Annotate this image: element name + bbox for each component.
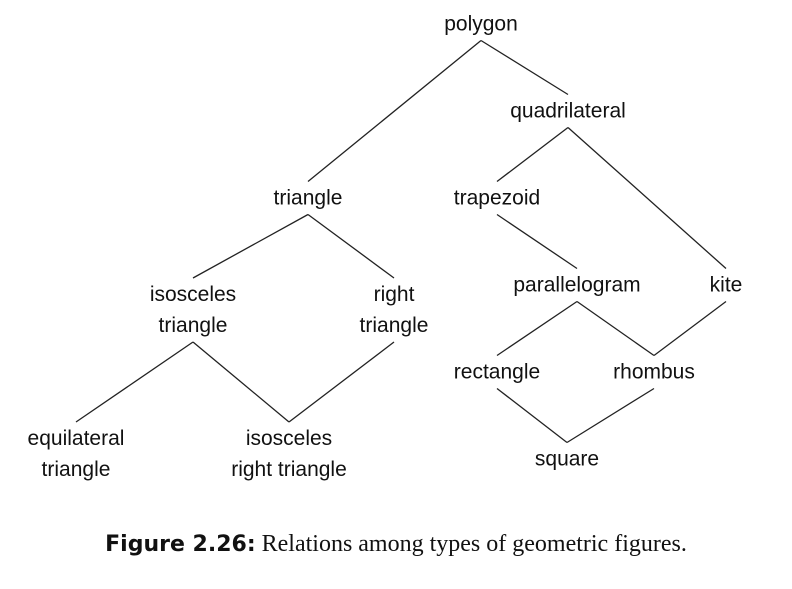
node-quadrilateral: quadrilateral [510,96,626,127]
node-label-line-2: triangle [158,314,228,337]
node-rhombus: rhombus [613,357,695,388]
node-label-line-2: right triangle [231,458,347,481]
node-label: rectangle [453,360,541,384]
edge-isosceles_triangle-equilateral_triangle [75,341,194,423]
edge-polygon-quadrilateral [480,39,569,96]
edge-parallelogram-rhombus [576,300,655,357]
node-parallelogram: parallelogram [513,270,640,301]
node-isosceles-triangle: isosceles triangle [150,279,236,341]
node-label: polygon [444,12,518,36]
node-label-line-1: isosceles [245,427,333,450]
caption-label: Figure 2.26: [105,532,256,557]
node-rectangle: rectangle [454,357,540,388]
edge-trapezoid-parallelogram [496,213,578,270]
edge-triangle-right_triangle [307,213,395,279]
node-label-line-1: equilateral [27,427,125,450]
caption-text: Relations among types of geometric figur… [255,531,687,557]
node-label-line-1: isosceles [149,283,237,306]
node-polygon: polygon [444,9,518,40]
node-right-triangle: right triangle [360,279,429,341]
node-square: square [535,444,599,475]
node-label: square [534,447,600,471]
node-label-line-1: right [373,283,415,306]
node-label: rhombus [613,360,695,384]
edge-kite-rhombus [653,300,727,357]
edge-parallelogram-rectangle [496,300,578,357]
figure-caption: Figure 2.26: Relations among types of ge… [0,531,792,558]
node-label: parallelogram [513,273,641,297]
edge-isosceles_triangle-isosceles_right_triangle [192,341,290,423]
edge-quadrilateral-trapezoid [496,126,569,183]
edge-rhombus-square [566,387,655,444]
node-kite: kite [710,270,743,301]
node-label-line-2: triangle [359,314,429,337]
edge-quadrilateral-kite [567,127,727,269]
hierarchy-diagram [75,39,727,444]
node-equilateral-triangle: equilateral triangle [28,423,125,485]
edge-rectangle-square [496,387,568,444]
node-label: quadrilateral [510,99,626,123]
edge-triangle-isosceles_triangle [192,213,309,279]
node-triangle: triangle [274,183,343,214]
edge-polygon-triangle [307,39,482,183]
node-trapezoid: trapezoid [454,183,540,214]
node-isosceles-right-triangle: isosceles right triangle [231,423,347,485]
edge-right_triangle-isosceles_right_triangle [288,341,395,423]
node-label: triangle [273,186,343,210]
node-label-line-2: triangle [41,458,111,481]
node-label: kite [709,273,743,297]
node-label: trapezoid [453,186,541,210]
